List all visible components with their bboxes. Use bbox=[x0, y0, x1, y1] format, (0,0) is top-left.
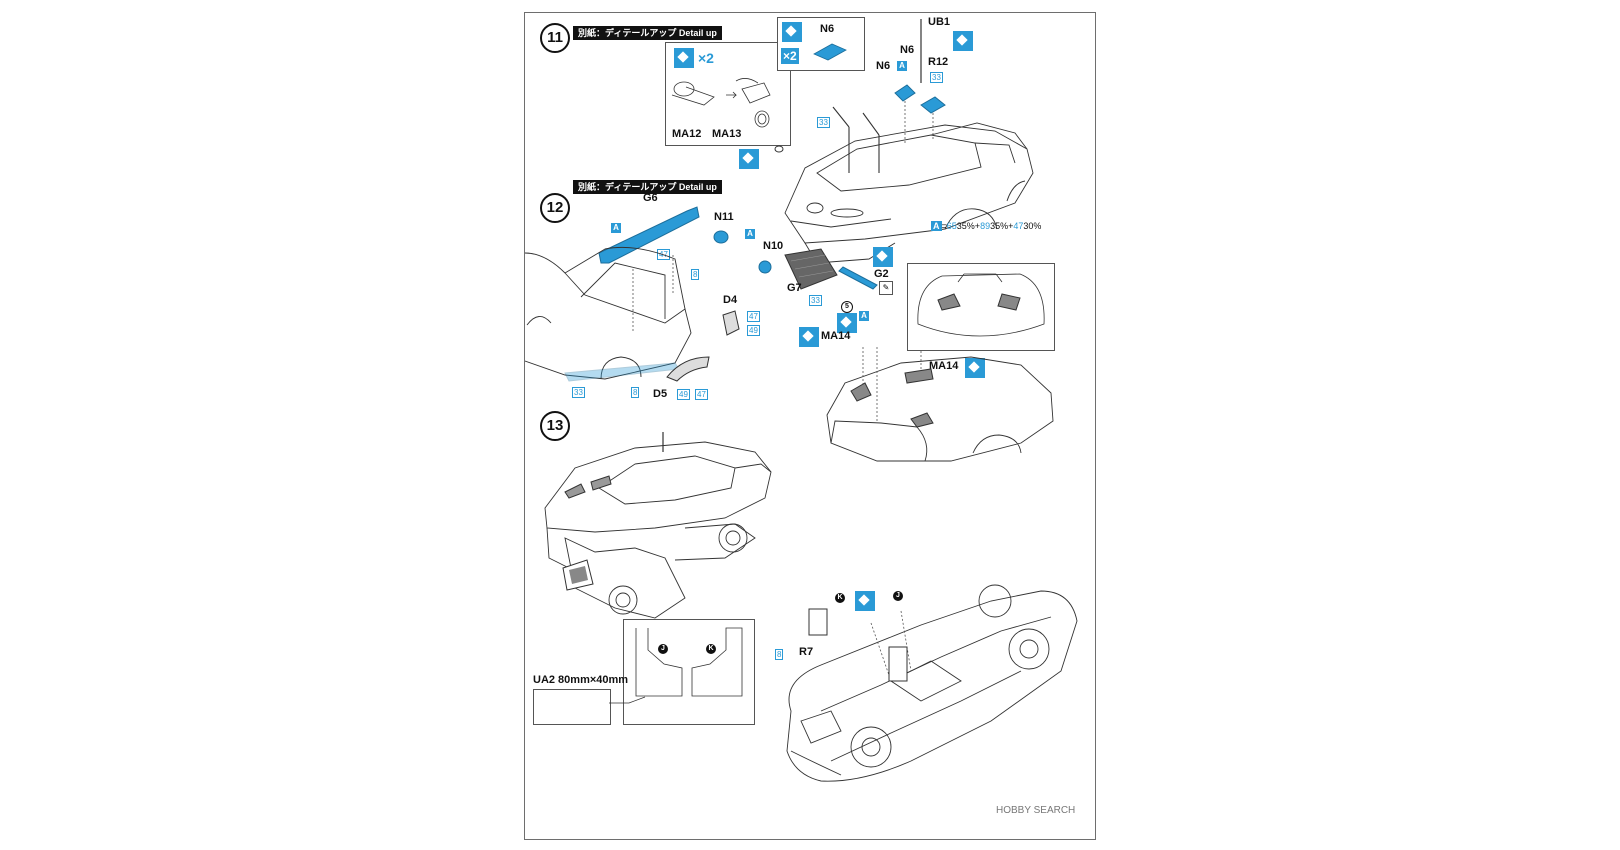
multiplier-x2: ×2 bbox=[698, 50, 714, 66]
step-12-detail-label: 別紙：ディテールアップ Detail up bbox=[573, 180, 722, 194]
step-12-car-rear-drawing bbox=[525, 246, 692, 382]
mix-a: A bbox=[931, 221, 942, 231]
paint-code-8: 8 bbox=[775, 649, 784, 660]
antenna-drawing bbox=[920, 19, 922, 83]
color-mix-formula: A=6535%+8935%+4730% bbox=[931, 221, 1041, 231]
paint-code-33: 33 bbox=[930, 72, 943, 83]
paint-code-33: 33 bbox=[817, 117, 830, 128]
mix-p3: 30% bbox=[1023, 221, 1042, 231]
g2-part-drawing bbox=[838, 266, 878, 290]
label-n6-box: N6 bbox=[820, 23, 835, 35]
label-ub1: UB1 bbox=[928, 16, 951, 28]
paint-code-33: 33 bbox=[809, 295, 822, 306]
color-a-badge: A bbox=[611, 223, 621, 233]
decal-mark-icon bbox=[674, 48, 694, 68]
paint-code-47: 47 bbox=[695, 389, 708, 400]
label-n6-b: N6 bbox=[876, 60, 891, 72]
paint-code-5: 5 bbox=[841, 301, 853, 313]
step-13-car-assembled-drawing bbox=[544, 432, 772, 619]
color-a-badge: A bbox=[745, 229, 755, 239]
mix-c1: 65 bbox=[946, 221, 957, 231]
step-11-number: 11 bbox=[540, 23, 570, 53]
k-decal-panel-drawing bbox=[808, 608, 828, 636]
label-n11: N11 bbox=[714, 211, 734, 223]
decal-j-badge: J bbox=[658, 644, 668, 654]
decal-mark-icon bbox=[782, 22, 802, 42]
decal-mark-icon bbox=[855, 591, 875, 611]
n11-part-drawing bbox=[713, 230, 729, 244]
step-11-detail-box: ×2 MA12 MA13 bbox=[665, 42, 791, 146]
hood-drawing bbox=[917, 273, 1045, 337]
label-ma12: MA12 bbox=[672, 128, 702, 140]
instruction-page: 11 別紙：ディテールアップ Detail up ×2 MA12 MA13 ×2… bbox=[524, 12, 1096, 840]
star-mark-icon bbox=[837, 313, 857, 333]
label-r7: R7 bbox=[799, 646, 814, 658]
step-11-car-body-drawing bbox=[784, 84, 1034, 264]
label-d4: D4 bbox=[723, 294, 738, 306]
mix-c2: 89 bbox=[980, 221, 991, 231]
label-ma14-a: MA14 bbox=[821, 330, 851, 342]
mix-eq: = bbox=[941, 221, 947, 231]
label-ma14-b: MA14 bbox=[929, 360, 959, 372]
decal-j-badge: J bbox=[893, 591, 903, 601]
step-11-hood-car-drawing bbox=[826, 347, 1054, 462]
step-13-underside-drawing bbox=[786, 584, 1078, 782]
label-ua2: UA2 80mm×40mm bbox=[533, 674, 629, 686]
small-part-drawing bbox=[774, 145, 784, 153]
decal-mark-icon bbox=[739, 149, 759, 169]
paint-code-8: 8 bbox=[691, 269, 700, 280]
d5-part-drawing bbox=[666, 356, 710, 382]
mix-plus1: + bbox=[974, 221, 981, 231]
decal-mark-icon bbox=[873, 247, 893, 267]
paint-code-49: 49 bbox=[677, 389, 690, 400]
decal-k-badge: K bbox=[835, 593, 845, 603]
jk-mudflap-drawing bbox=[635, 627, 743, 697]
ua2-leader-line bbox=[609, 696, 646, 704]
paint-code-8: 8 bbox=[631, 387, 640, 398]
step-11-detail-label: 別紙：ディテールアップ Detail up bbox=[573, 26, 722, 40]
mix-c3: 47 bbox=[1013, 221, 1024, 231]
label-d5: D5 bbox=[653, 388, 668, 400]
multiplier-x2: ×2 bbox=[781, 48, 799, 64]
label-g7: G7 bbox=[787, 282, 802, 294]
label-ma13: MA13 bbox=[712, 128, 742, 140]
paint-code-33: 33 bbox=[572, 387, 585, 398]
label-n6-a: N6 bbox=[900, 44, 915, 56]
mix-p1: 35% bbox=[956, 221, 975, 231]
ma12-ma13-drawing bbox=[671, 78, 771, 128]
n6-part-drawing bbox=[813, 43, 847, 61]
mix-p2: 35% bbox=[990, 221, 1009, 231]
paint-code-49: 49 bbox=[747, 325, 760, 336]
label-n10: N10 bbox=[763, 240, 784, 252]
n6-detail-box: ×2 N6 bbox=[777, 17, 865, 71]
decal-mark-icon bbox=[953, 31, 973, 51]
label-g2: G2 bbox=[874, 268, 889, 280]
n10-part-drawing bbox=[758, 260, 772, 274]
step-13-number: 13 bbox=[540, 411, 570, 441]
hood-detail-box bbox=[907, 263, 1055, 351]
g6-spoiler-drawing bbox=[598, 206, 700, 264]
label-r12: R12 bbox=[928, 56, 949, 68]
paint-code-47: 47 bbox=[747, 311, 760, 322]
jk-decal-box: J K bbox=[623, 619, 755, 725]
label-g6: G6 bbox=[643, 192, 658, 204]
d4-part-drawing bbox=[722, 310, 740, 336]
decal-mark-icon bbox=[965, 358, 985, 378]
watermark: HOBBY SEARCH bbox=[996, 805, 1076, 816]
j-decal-panel-drawing bbox=[888, 646, 908, 682]
decal-k-badge: K bbox=[706, 644, 716, 654]
ua2-decal-box bbox=[533, 689, 611, 725]
color-a-badge: A bbox=[897, 61, 907, 71]
knife-icon-box: ✎ bbox=[879, 281, 893, 295]
mix-plus2: + bbox=[1008, 221, 1014, 231]
color-a-badge: A bbox=[859, 311, 869, 321]
step-12-number: 12 bbox=[540, 193, 570, 223]
g7-grille-drawing bbox=[784, 248, 838, 290]
decal-mark-icon bbox=[799, 327, 819, 347]
